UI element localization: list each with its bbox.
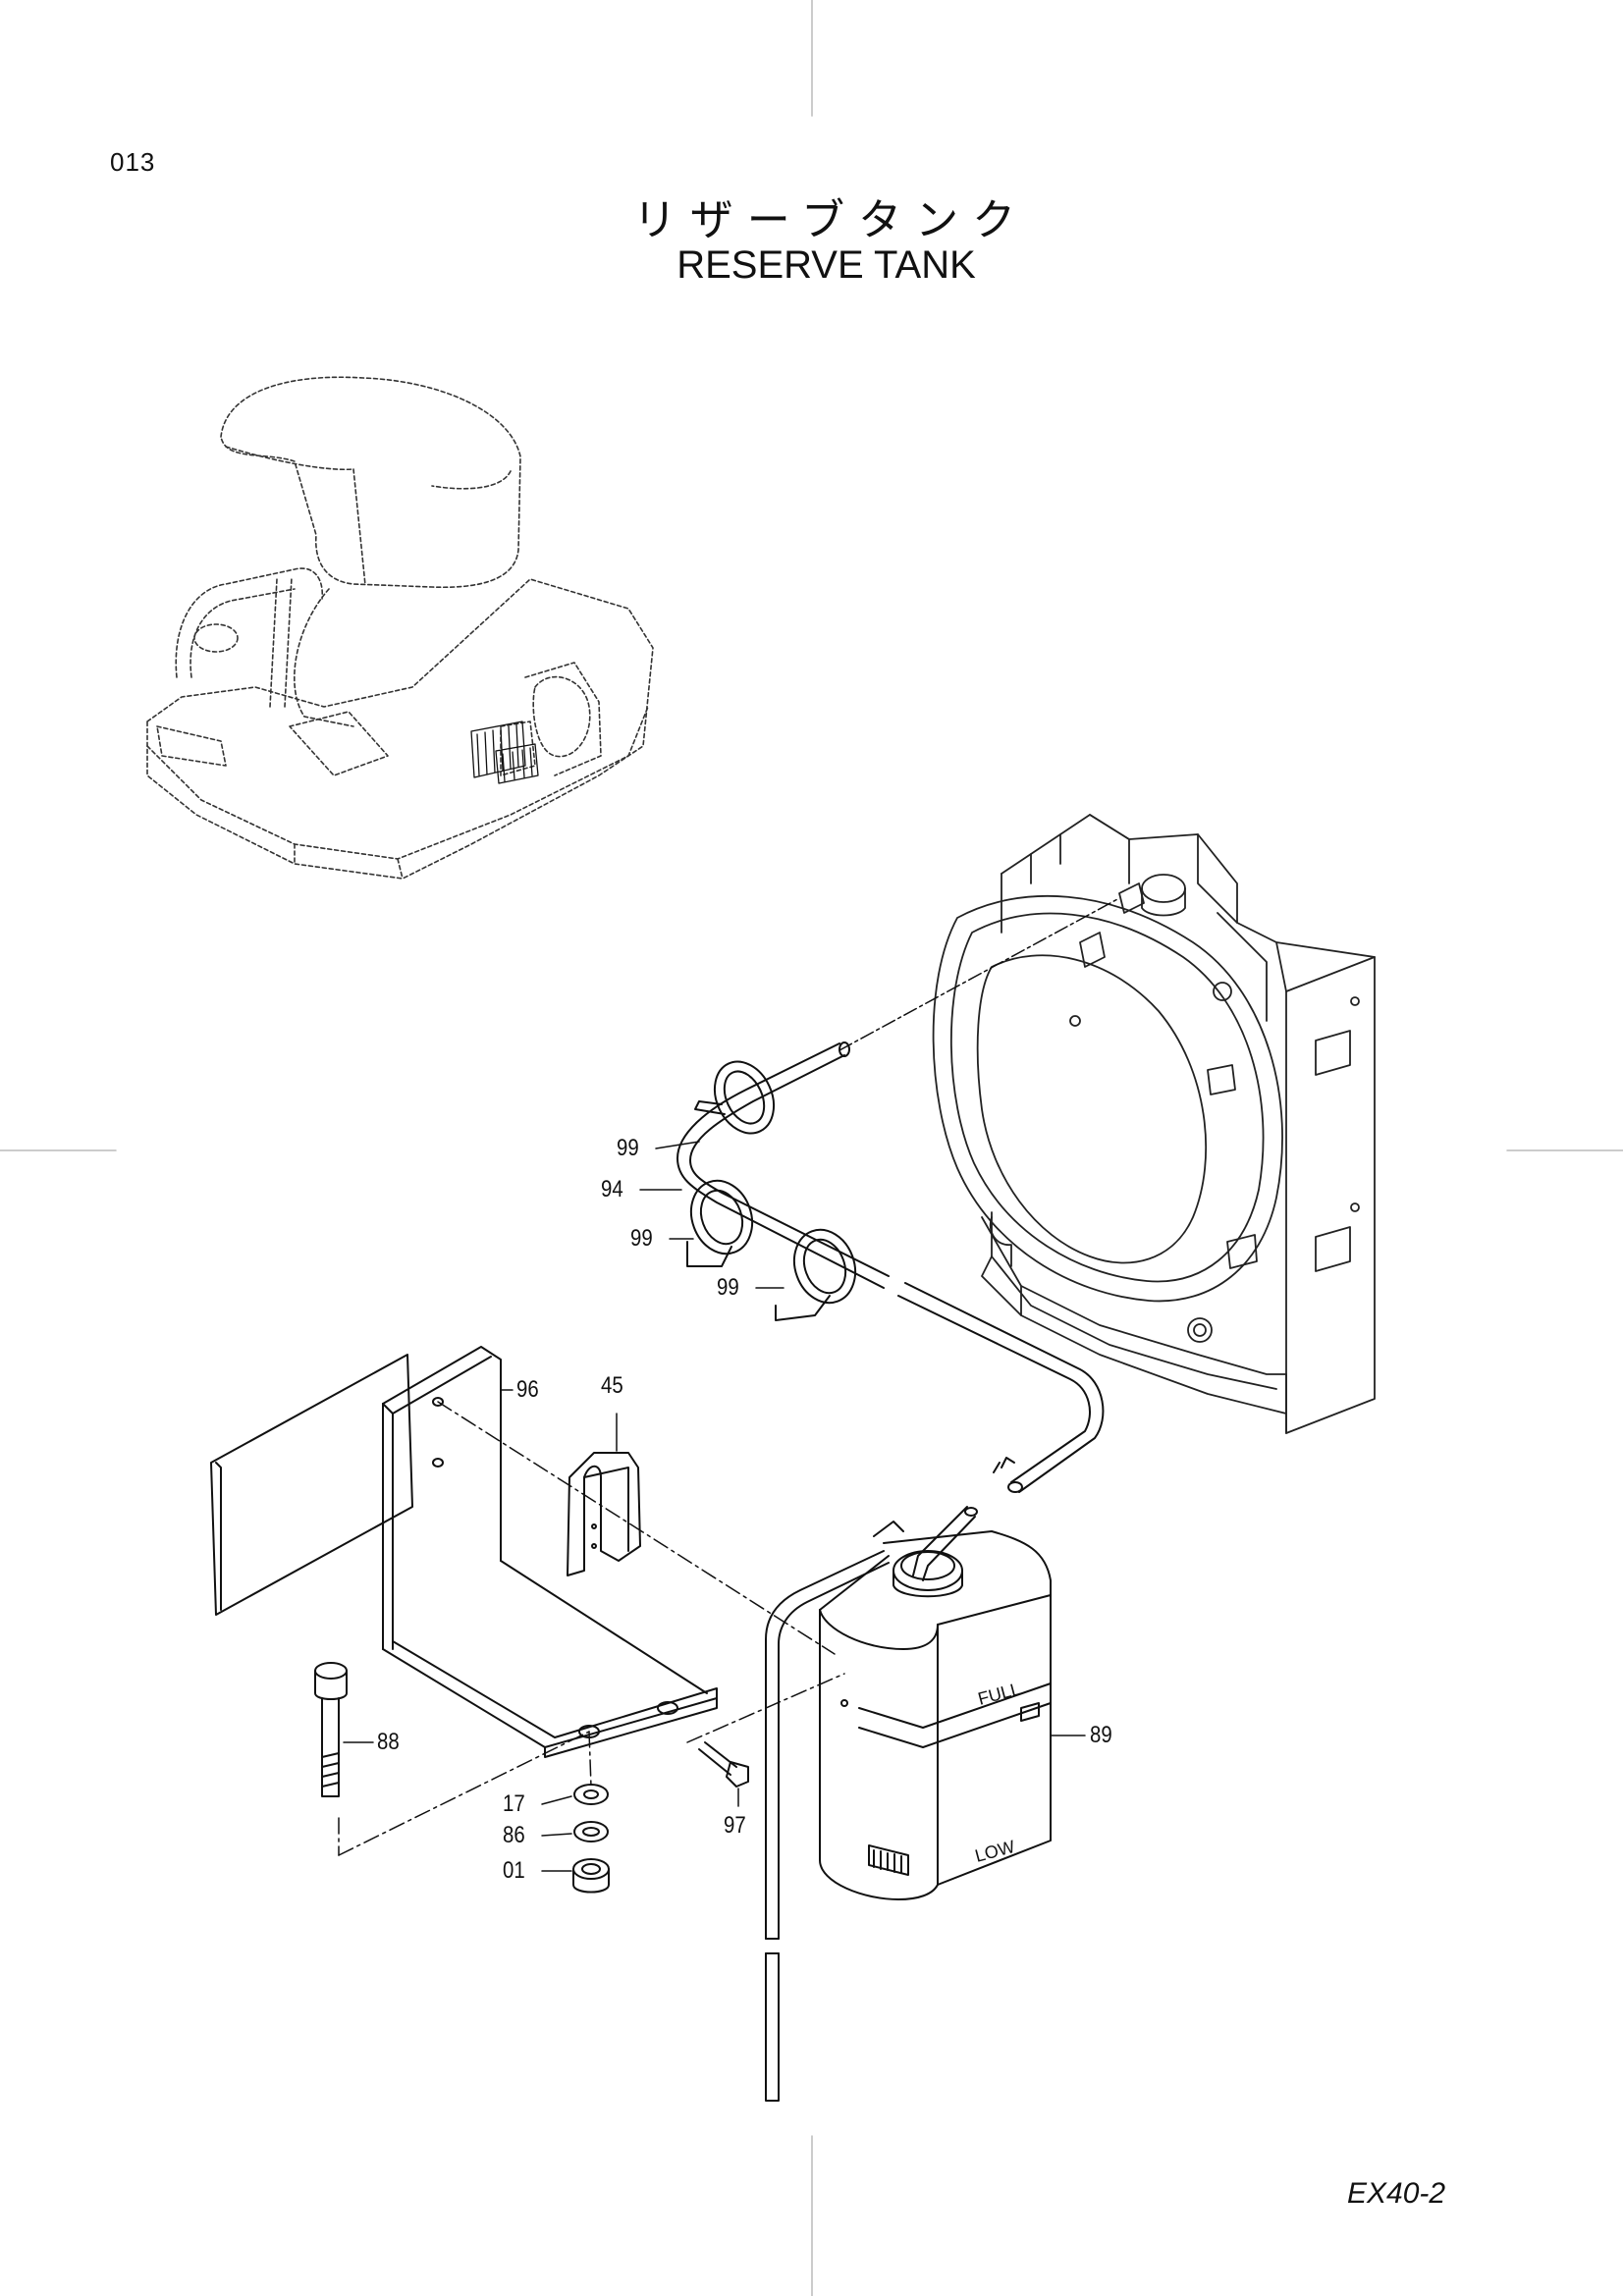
callout-45: 45 bbox=[601, 1372, 623, 1399]
washer-17 bbox=[573, 1784, 609, 1805]
excavator-overview-illustration bbox=[146, 376, 654, 880]
nut-01 bbox=[572, 1858, 610, 1894]
callout-99-middle: 99 bbox=[630, 1225, 653, 1252]
callout-89: 89 bbox=[1090, 1722, 1112, 1748]
leader-lines bbox=[343, 1141, 1086, 1872]
callout-01: 01 bbox=[503, 1857, 525, 1884]
callout-99-upper: 99 bbox=[617, 1135, 639, 1161]
bolt-97 bbox=[698, 1741, 749, 1788]
page-title-english: RESERVE TANK bbox=[676, 243, 976, 287]
page-number: 013 bbox=[110, 147, 156, 177]
clamp-45 bbox=[567, 1452, 641, 1576]
assembly-lines bbox=[338, 1401, 845, 1856]
overview-tank-highlight bbox=[470, 721, 539, 784]
page-title-japanese: リザーブタンク bbox=[632, 195, 1030, 245]
reserve-tank-89 bbox=[819, 1530, 1052, 1900]
callout-94: 94 bbox=[601, 1176, 623, 1202]
tank-inlet-pipe bbox=[873, 1506, 978, 1581]
radiator-illustration bbox=[932, 814, 1376, 1434]
tank-bracket-96 bbox=[210, 1346, 718, 1758]
callout-88: 88 bbox=[377, 1729, 400, 1755]
callout-96: 96 bbox=[516, 1376, 539, 1403]
callout-86: 86 bbox=[503, 1822, 525, 1848]
spring-washer-86 bbox=[573, 1821, 609, 1842]
bolt-88 bbox=[314, 1662, 348, 1797]
callout-97: 97 bbox=[724, 1812, 746, 1839]
model-code: EX40-2 bbox=[1347, 2177, 1446, 2210]
overflow-hose-94 bbox=[676, 897, 1120, 1493]
callout-17: 17 bbox=[503, 1790, 525, 1817]
callout-99-lower: 99 bbox=[717, 1274, 739, 1301]
tank-full-mark: FULL bbox=[976, 1679, 1023, 1709]
drain-tube bbox=[765, 1550, 890, 2102]
